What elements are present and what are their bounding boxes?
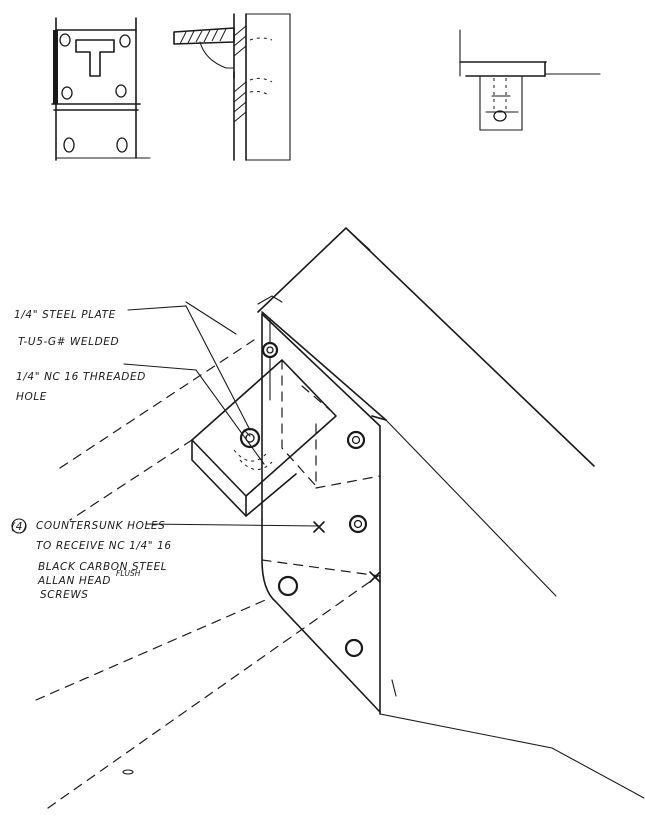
weld-label: T-U5-G# WELDED (18, 336, 119, 348)
annotations: 1/4" STEEL PLATE T-U5-G# WELDED 1/4" NC … (11, 309, 172, 601)
countersunk-hole-4 (277, 575, 299, 597)
holes-label-4: ALLAN HEAD (37, 575, 111, 587)
block-top-face (191, 359, 337, 497)
hole-bottom-left (63, 137, 75, 153)
holes-label-5: SCREWS (40, 589, 89, 601)
holes-label-insert: FLUSH (116, 569, 141, 578)
t-tab (75, 39, 115, 77)
plate-label: 1/4" STEEL PLATE (14, 309, 116, 321)
countersunk-hole-3 (348, 514, 368, 534)
thread-label-2: HOLE (16, 391, 47, 403)
countersunk-hole-2 (346, 430, 366, 450)
count-marker: (4) (11, 521, 28, 533)
beam-top-edge (257, 227, 595, 467)
hole-mid-right (115, 84, 127, 98)
hole-bottom-right (116, 137, 128, 153)
leader-lines (123, 305, 321, 527)
hole-mid-left (61, 86, 73, 100)
holes-label-3: BLACK CARBON STEEL (38, 561, 167, 573)
hole-top-left (59, 33, 71, 47)
countersunk-hole-1 (261, 341, 279, 359)
thread-label: 1/4" NC 16 THREADED (16, 371, 146, 383)
section-view (173, 13, 291, 161)
plate-lower-edge (261, 519, 381, 713)
holes-label-2: TO RECEIVE NC 1/4" 16 (36, 540, 172, 552)
isometric-view (35, 227, 645, 809)
holes-label: COUNTERSUNK HOLES (36, 520, 165, 532)
hole-top-right (119, 34, 131, 48)
countersunk-hole-5 (344, 638, 364, 658)
side-detail-view (459, 29, 601, 131)
front-elevation-view (51, 17, 151, 161)
